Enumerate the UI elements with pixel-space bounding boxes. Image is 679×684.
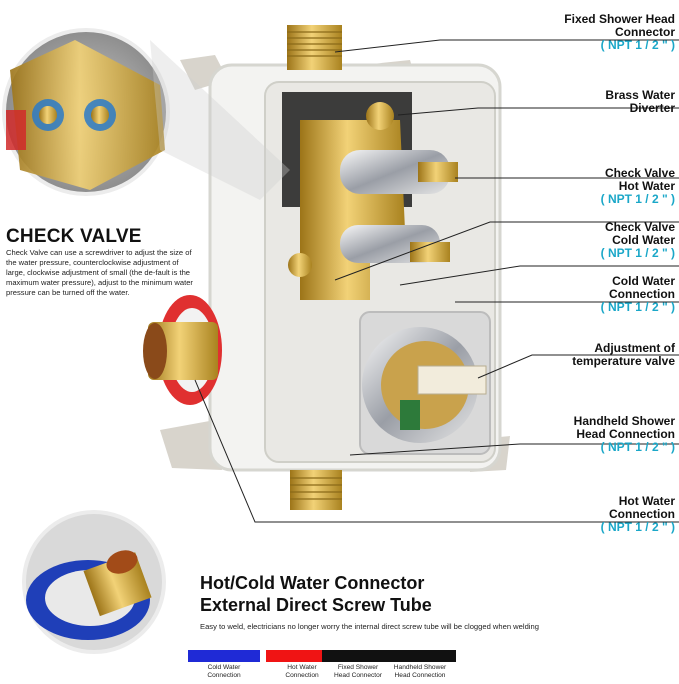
legend-fixed-shower: Fixed Shower Head Connector	[322, 650, 394, 680]
label-npt: ( NPT 1 / 2 " )	[600, 300, 675, 314]
legend-handheld: Handheld Shower Head Connection	[384, 650, 456, 680]
label-text: Check Valve Cold Water	[604, 220, 675, 247]
label-handheld: Handheld Shower Head Connection ( NPT 1 …	[574, 402, 675, 467]
label-fixed-shower: Fixed Shower Head Connector ( NPT 1 / 2 …	[564, 0, 675, 65]
label-npt: ( NPT 1 / 2 " )	[600, 38, 675, 52]
label-check-hot: Check Valve Hot Water ( NPT 1 / 2 " )	[601, 154, 675, 219]
legend-cold-water: Cold Water Connection	[188, 650, 260, 680]
label-text: Adjustment of temperature valve	[572, 341, 675, 368]
legend-swatch	[322, 650, 394, 662]
label-temp-adjust: Adjustment of temperature valve	[572, 329, 675, 368]
legend-label: Cold Water Connection	[207, 664, 241, 679]
legend-label: Fixed Shower Head Connector	[333, 664, 383, 679]
label-text: Fixed Shower Head Connector	[564, 12, 675, 39]
legend-swatch	[188, 650, 260, 662]
hot-check-valve-chrome	[340, 150, 450, 194]
label-npt: ( NPT 1 / 2 " )	[600, 246, 675, 260]
label-text: Check Valve Hot Water	[604, 166, 675, 193]
connector-title-line2: External Direct Screw Tube	[200, 595, 432, 615]
label-hot-connection: Hot Water Connection ( NPT 1 / 2 " )	[601, 482, 675, 547]
label-text: Cold Water Connection	[609, 274, 675, 301]
legend-swatch	[266, 650, 338, 662]
label-cold-connection: Cold Water Connection ( NPT 1 / 2 " )	[601, 262, 675, 327]
legend-label: Hot Water Connection	[285, 664, 319, 679]
connector-title-line1: Hot/Cold Water Connector	[200, 573, 425, 593]
label-npt: ( NPT 1 / 2 " )	[600, 192, 675, 206]
check-valve-title: CHECK VALVE	[6, 226, 142, 247]
legend-hot-water: Hot Water Connection	[266, 650, 338, 680]
label-npt: ( NPT 1 / 2 " )	[600, 440, 675, 454]
check-valve-description: Check Valve can use a screwdriver to adj…	[6, 248, 193, 297]
connector-description: Easy to weld, electricians no longer wor…	[200, 622, 539, 631]
side-connector	[148, 322, 218, 380]
leader-lines	[194, 39, 679, 523]
legend-label: Handheld Shower Head Connection	[393, 664, 447, 679]
label-text: Handheld Shower Head Connection	[573, 414, 675, 441]
label-text: Brass Water Diverter	[605, 88, 675, 115]
label-text: Hot Water Connection	[609, 494, 675, 521]
hot-water-connector	[290, 470, 342, 510]
label-check-cold: Check Valve Cold Water ( NPT 1 / 2 " )	[601, 208, 675, 273]
label-brass-diverter: Brass Water Diverter	[605, 76, 675, 115]
connector-title: Hot/Cold Water Connector External Direct…	[200, 572, 432, 616]
label-npt: ( NPT 1 / 2 " )	[600, 520, 675, 534]
legend-swatch	[384, 650, 456, 662]
